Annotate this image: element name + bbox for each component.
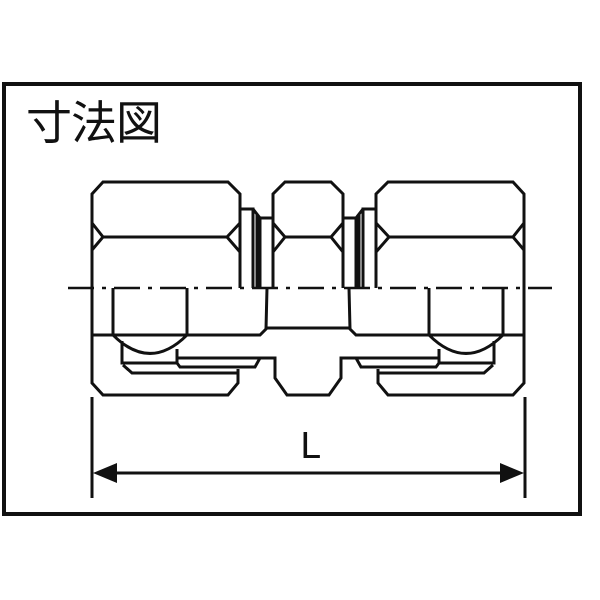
drawing-title: 寸法図: [26, 96, 162, 150]
left-half: [90, 180, 273, 397]
drawing-frame: [2, 82, 582, 516]
left-ferrule: [111, 333, 189, 355]
left-nut-hex-line: [90, 221, 242, 253]
left-ferrule-steps: [120, 341, 263, 375]
center-body: [260, 326, 356, 397]
left-body-inner: [92, 287, 269, 337]
left-washer: [240, 207, 273, 288]
arrow-left-icon: [93, 463, 117, 483]
arrow-right-icon: [500, 463, 524, 483]
dimension-label: L: [300, 426, 320, 467]
center-hex: [271, 180, 345, 288]
